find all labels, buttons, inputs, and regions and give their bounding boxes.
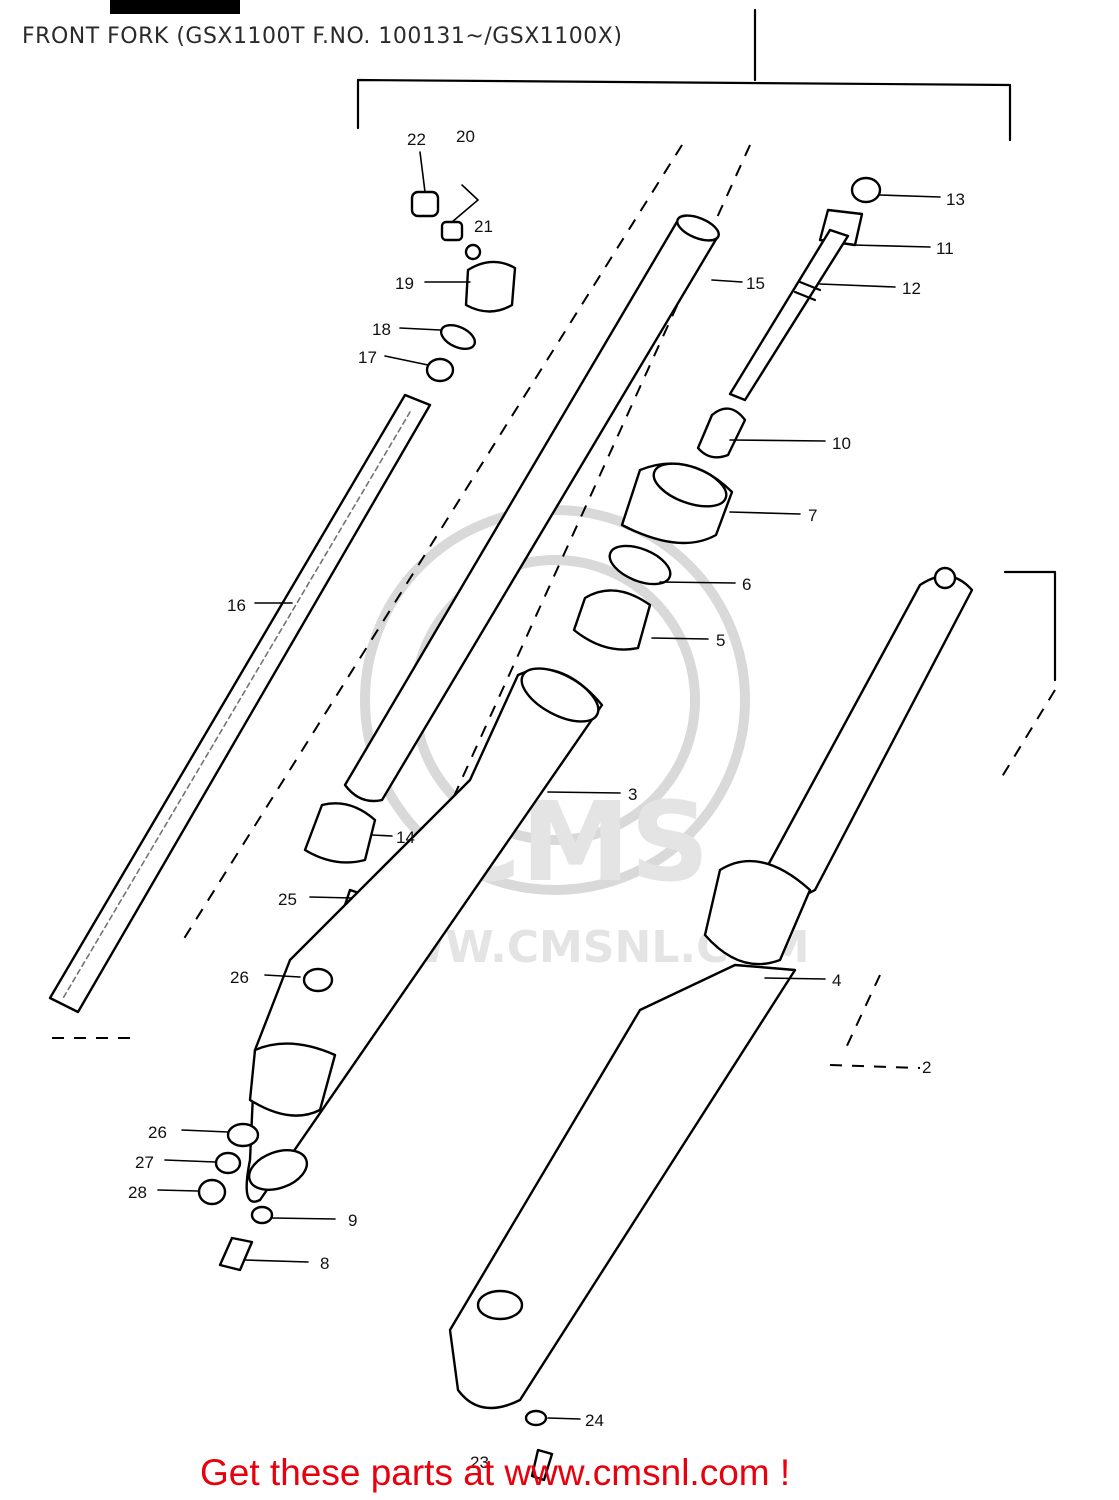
group-bracket	[110, 0, 1057, 682]
cmsnl-link[interactable]: www.cmsnl.com	[504, 1452, 770, 1493]
callout-25: 25	[278, 890, 297, 909]
leader-lines	[157, 151, 941, 1420]
callout-18: 18	[372, 320, 391, 339]
callout-21: 21	[474, 217, 493, 236]
seals	[572, 462, 734, 651]
cta-suffix: !	[769, 1452, 791, 1493]
callout-19: 19	[395, 274, 414, 293]
callout-24: 24	[585, 1411, 604, 1430]
callout-labels: 22 20 21 19 18 17 13 11 12 15 10 7 6 5 1…	[128, 127, 965, 1472]
hardware-parts	[197, 967, 554, 1482]
callout-28: 28	[128, 1183, 147, 1202]
callout-22: 22	[407, 130, 426, 149]
cta-prefix: Get these parts at	[200, 1452, 505, 1493]
damper-rod	[696, 228, 850, 459]
oil-lock-piece	[303, 802, 377, 864]
callout-12: 12	[902, 279, 921, 298]
callout-13: 13	[946, 190, 965, 209]
callout-16: 16	[227, 596, 246, 615]
callout-27: 27	[135, 1153, 154, 1172]
callout-6: 6	[742, 575, 751, 594]
callout-5: 5	[716, 631, 725, 650]
callout-20: 20	[456, 127, 475, 146]
callout-7: 7	[808, 506, 817, 525]
callout-11: 11	[936, 239, 954, 258]
callout-14: 14	[396, 828, 415, 847]
callout-15: 15	[746, 274, 765, 293]
callout-2: 2	[922, 1058, 931, 1077]
callout-8: 8	[320, 1254, 329, 1273]
right-fork-leg	[448, 566, 974, 1410]
callout-3: 3	[628, 785, 637, 804]
callout-4: 4	[832, 971, 841, 990]
assembly-lines	[52, 144, 1056, 1081]
callout-26-lower: 26	[148, 1123, 167, 1142]
inner-tube	[343, 214, 720, 803]
callout-17: 17	[358, 348, 377, 367]
left-outer-tube	[245, 667, 604, 1203]
fork-spring	[48, 393, 432, 1014]
callout-23: 23	[470, 1453, 489, 1472]
callout-9: 9	[348, 1211, 357, 1230]
get-parts-banner: Get these parts at www.cmsnl.com !	[200, 1452, 790, 1494]
callout-10: 10	[832, 434, 851, 453]
page-title: FRONT FORK (GSX1100T F.NO. 100131~/GSX11…	[22, 24, 623, 49]
callout-26-upper: 26	[230, 968, 249, 987]
